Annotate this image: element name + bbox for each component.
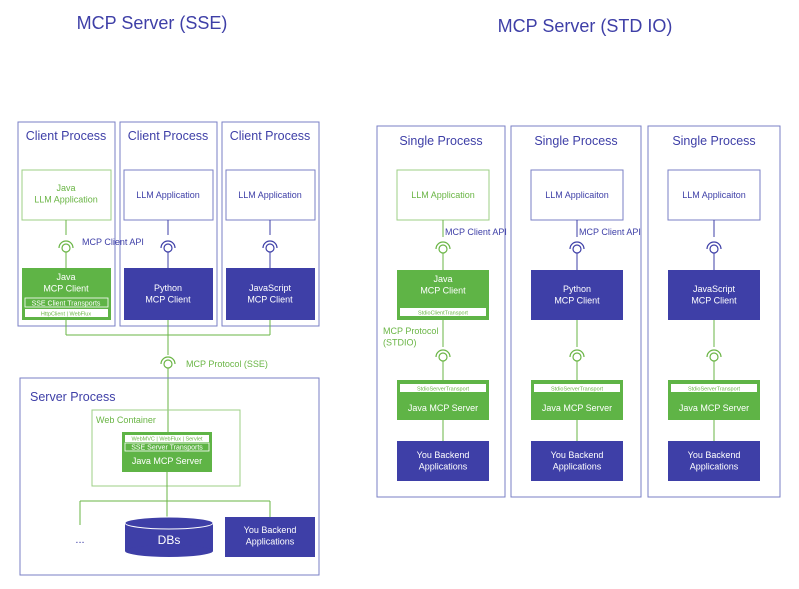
web-container-label: Web Container: [96, 415, 156, 425]
sse-client-bus: [65, 320, 271, 355]
client-process-3-label: Client Process: [230, 129, 311, 143]
dbs-label: DBs: [158, 533, 181, 547]
stdio-client-transport-label: StdioClientTransport: [418, 311, 468, 317]
web-container-box: [91, 409, 241, 487]
stdio-server-transport-label-1: StdioServerTransport: [417, 387, 470, 393]
server-process-box: [19, 377, 320, 576]
llm-app-box-2: [123, 169, 214, 221]
stdio-client-api-connector-1: [435, 220, 451, 270]
stdio-client-api-label-2: MCP Client API: [579, 227, 641, 237]
httpclient-box: [25, 309, 108, 317]
stdio-server-transport-label-3: StdioServerTransport: [688, 387, 741, 393]
stdio-server-transport-box-2: [534, 384, 620, 392]
client-api-connector-1: [58, 220, 74, 268]
stdio-protocol-connector-2: [569, 320, 585, 380]
java-llm-app-box: [21, 169, 112, 221]
sse-client-transports-box: [24, 297, 109, 308]
stdio-server-transport-box-3: [671, 384, 757, 392]
stdio-backend-lines: [442, 420, 715, 441]
stdio-java-mcp-server-label-3: Java MCP Server: [679, 403, 749, 413]
stdio-backend-box-2: [531, 441, 623, 481]
stdio-client-api-connector-3: [706, 220, 722, 270]
stdio-server-transport-box-1: [400, 384, 486, 392]
dbs-cylinder: [124, 516, 214, 557]
httpclient-label: HttpClient | WebFlux: [41, 312, 91, 318]
sse-backend-box: [225, 517, 315, 557]
stdio-protocol-connector-1: [435, 320, 451, 380]
stdio-java-llm-app-box: [396, 169, 490, 221]
client-api-connector-3: [262, 220, 278, 268]
stdio-client-transport-box: [400, 308, 486, 316]
sse-title: MCP Server (SSE): [77, 13, 228, 33]
stdio-server-transport-label-2: StdioServerTransport: [551, 387, 604, 393]
sse-server-transports-label: SSE Server Transports: [131, 445, 203, 452]
sse-protocol-label: MCP Protocol (SSE): [186, 359, 268, 369]
client-process-1-label: Client Process: [26, 129, 107, 143]
single-process-2-box: [510, 125, 642, 498]
stdio-java-llm-app-label: LLM Application: [411, 190, 475, 200]
sse-client-transports-label: SSE Client Transports: [32, 301, 101, 308]
stdio-backend-box-1: [397, 441, 489, 481]
single-process-1-box: [376, 125, 506, 498]
stdio-backend-box-3: [668, 441, 760, 481]
stdio-client-api-label-1: MCP Client API: [445, 227, 507, 237]
single-process-2-label: Single Process: [534, 134, 617, 148]
single-process-1-label: Single Process: [399, 134, 482, 148]
java-mcp-server-sse-label: Java MCP Server: [132, 456, 202, 466]
client-api-connector-2: [160, 220, 176, 268]
llm-app-label-2: LLM Application: [136, 190, 200, 200]
stdio-java-mcp-server-label-1: Java MCP Server: [408, 403, 478, 413]
stdio-java-mcp-server-label-2: Java MCP Server: [542, 403, 612, 413]
single-process-3-box: [647, 125, 781, 498]
stdio-python-mcp-client-box: [531, 270, 623, 320]
stdio-llm-app-label-2: LLM Applicaiton: [545, 190, 609, 200]
stdio-protocol-connector-3: [706, 320, 722, 380]
js-mcp-client-box: [226, 268, 315, 320]
client-process-2-label: Client Process: [128, 129, 209, 143]
webmvc-box: [125, 435, 209, 442]
sse-protocol-connector: [160, 356, 176, 432]
stdio-protocol-label: MCP Protocol(STDIO): [383, 326, 438, 348]
llm-app-label-3: LLM Application: [238, 190, 302, 200]
stdio-llm-app-box-2: [530, 169, 624, 221]
single-process-3-label: Single Process: [672, 134, 755, 148]
sse-client-api-label: MCP Client API: [82, 237, 144, 247]
stdio-llm-app-box-3: [667, 169, 761, 221]
server-process-label: Server Process: [30, 390, 115, 404]
server-backend-lines: [79, 472, 271, 525]
sse-server-transports-box: [124, 442, 210, 452]
ellipsis-label: ...: [75, 534, 84, 546]
stdio-js-mcp-client-box: [668, 270, 760, 320]
stdio-llm-app-label-3: LLM Applicaiton: [682, 190, 746, 200]
webmvc-label: WebMVC | WebFlux | Servlet: [131, 437, 203, 443]
python-mcp-client-box: [124, 268, 213, 320]
stdio-client-api-connector-2: [569, 220, 585, 270]
stdio-title: MCP Server (STD IO): [498, 16, 673, 36]
